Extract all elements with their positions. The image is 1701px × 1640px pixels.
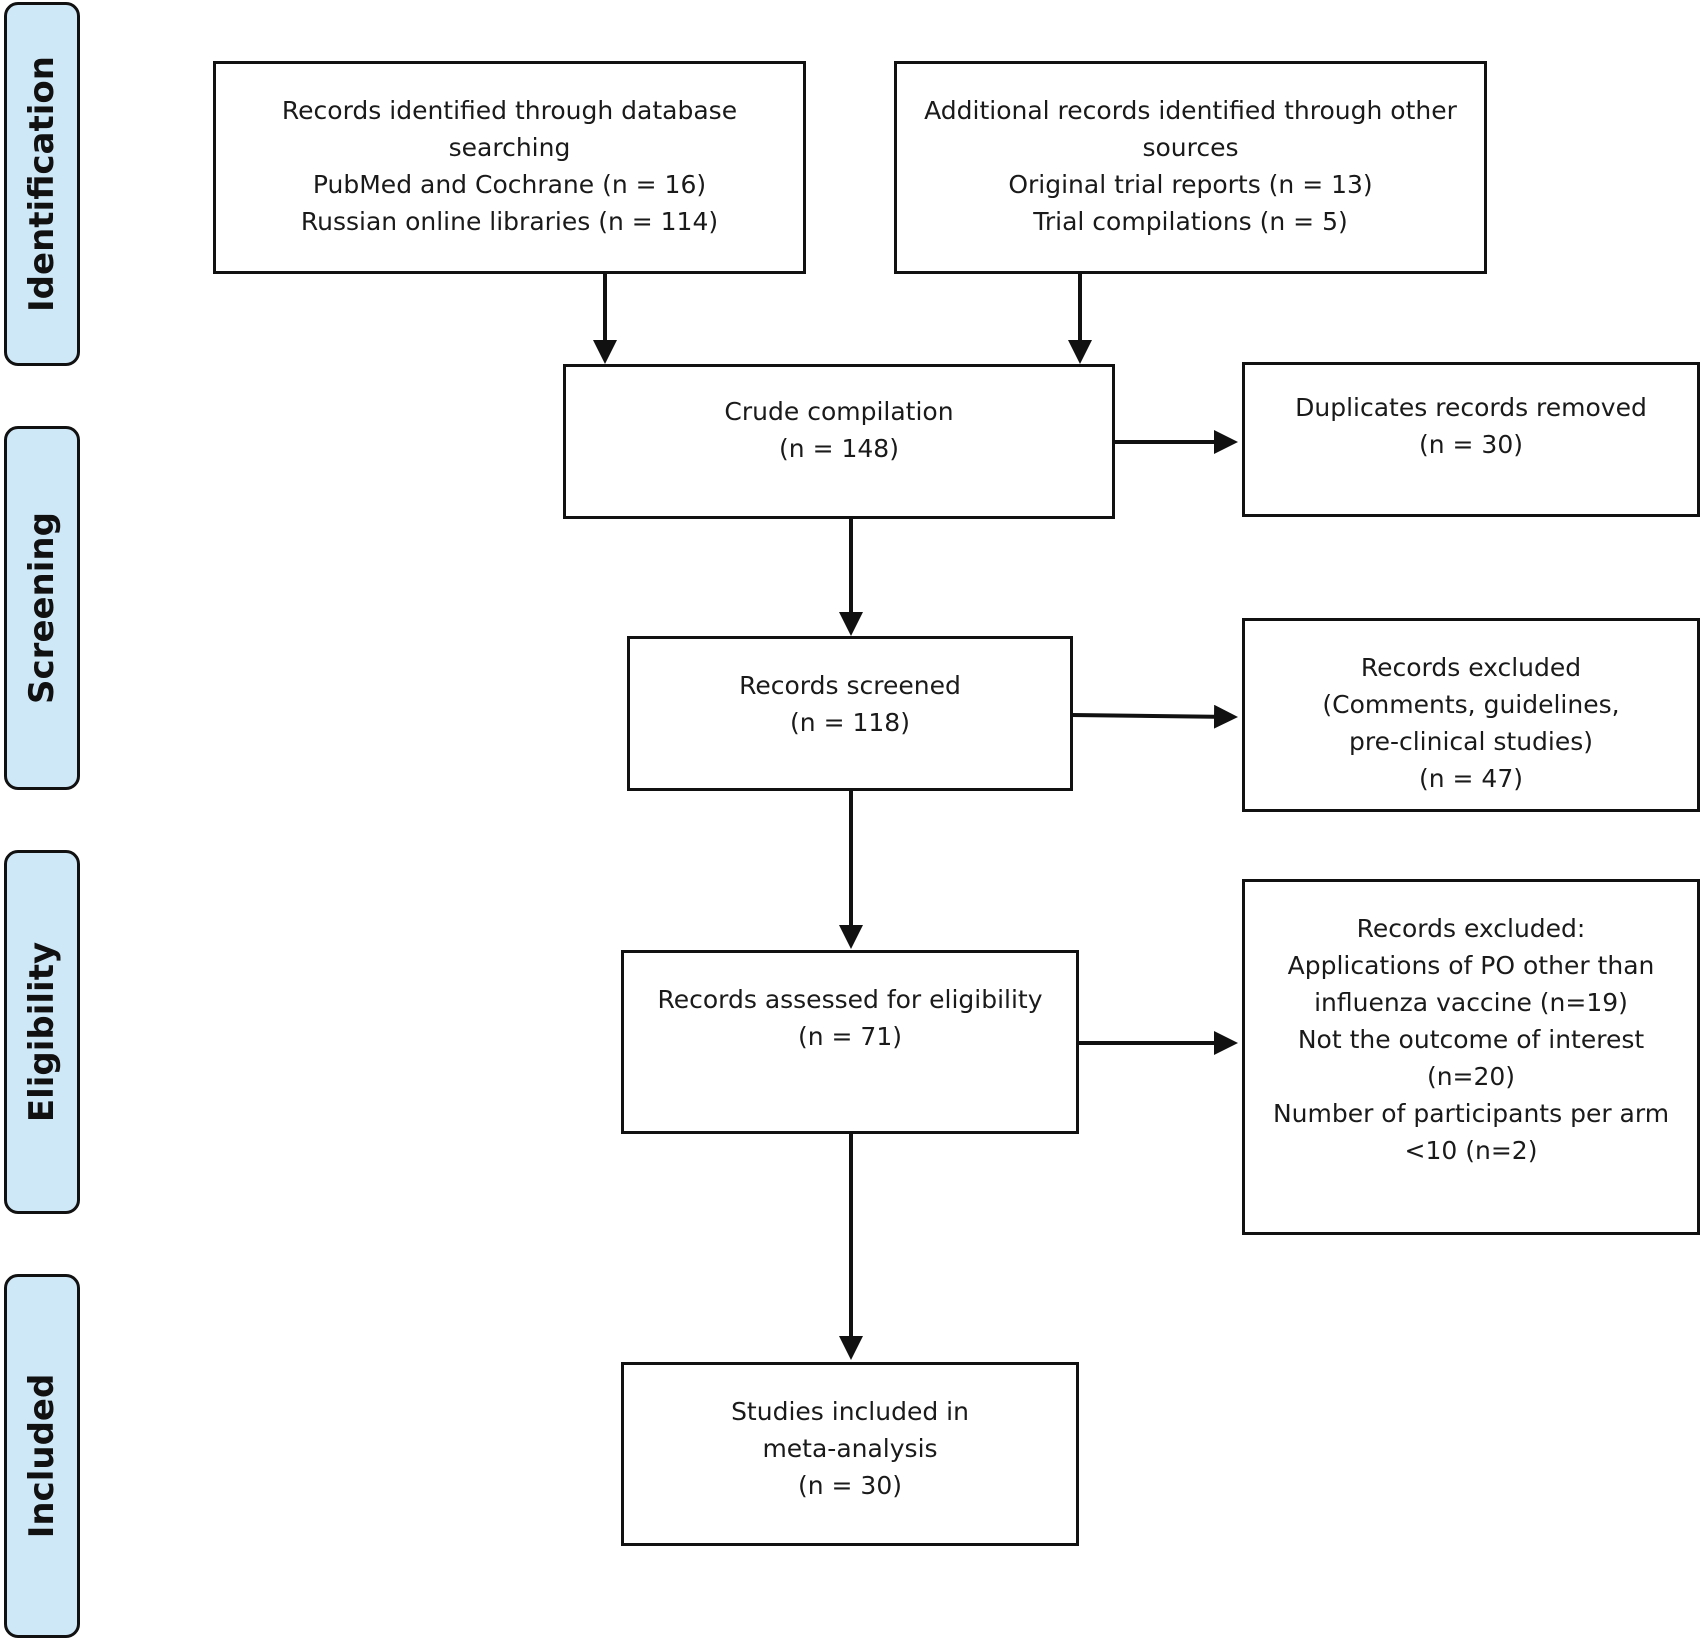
box-line: Records assessed for eligibility — [657, 985, 1043, 1014]
box-line: Records identified through database — [281, 96, 738, 125]
box-line: (n = 30) — [1418, 430, 1523, 459]
box-line: Russian online libraries (n = 114) — [300, 207, 719, 236]
arrow-screened-to-excluded — [1071, 704, 1238, 729]
records-excluded-eligibility-box: Records excluded: Applications of PO oth… — [1242, 879, 1700, 1235]
records-screened-box: Records screened (n = 118) — [627, 636, 1073, 791]
box-line: Not the outcome of interest — [1297, 1025, 1645, 1054]
box-line: Duplicates records removed — [1295, 393, 1647, 422]
box-line: (n = 71) — [797, 1022, 902, 1051]
stage-included: Included — [4, 1274, 80, 1638]
box-line: Applications of PO other than — [1287, 951, 1655, 980]
box-line: meta-analysis — [762, 1434, 938, 1463]
box-line: Records excluded — [1360, 653, 1582, 682]
box-line: influenza vaccine (n=19) — [1314, 988, 1628, 1017]
box-line: <10 (n=2) — [1404, 1136, 1538, 1165]
box-line: searching — [448, 133, 571, 162]
box-line: Crude compilation — [724, 397, 954, 426]
stage-screening: Screening — [4, 426, 80, 790]
box-line: (n = 148) — [779, 434, 899, 463]
stage-eligibility: Eligibility — [4, 850, 80, 1214]
box-line: sources — [1142, 133, 1239, 162]
stage-identification: Identification — [4, 2, 80, 366]
database-search-box: Records identified through database sear… — [213, 61, 806, 274]
box-line: pre-clinical studies) — [1348, 727, 1594, 756]
other-sources-box: Additional records identified through ot… — [894, 61, 1487, 274]
box-line: PubMed and Cochrane (n = 16) — [312, 170, 707, 199]
box-line: Additional records identified through ot… — [924, 96, 1457, 125]
box-line: (Comments, guidelines, — [1322, 690, 1620, 719]
duplicates-removed-box: Duplicates records removed (n = 30) — [1242, 362, 1700, 517]
box-line: Trial compilations (n = 5) — [1033, 207, 1348, 236]
box-line: (n = 30) — [797, 1471, 902, 1500]
box-line: Records screened — [739, 671, 961, 700]
studies-included-box: Studies included in meta-analysis (n = 3… — [621, 1362, 1079, 1546]
crude-compilation-box: Crude compilation (n = 148) — [563, 364, 1115, 519]
box-line: Original trial reports (n = 13) — [1008, 170, 1373, 199]
box-line: (n=20) — [1426, 1062, 1516, 1091]
box-line: Number of participants per arm — [1272, 1099, 1670, 1128]
records-excluded-screening-box: Records excluded (Comments, guidelines, … — [1242, 618, 1700, 812]
box-line: (n = 118) — [790, 708, 910, 737]
box-line: (n = 47) — [1418, 764, 1523, 793]
box-line: Records excluded: — [1356, 914, 1586, 943]
assessed-eligibility-box: Records assessed for eligibility (n = 71… — [621, 950, 1079, 1134]
box-line: Studies included in — [731, 1397, 969, 1426]
